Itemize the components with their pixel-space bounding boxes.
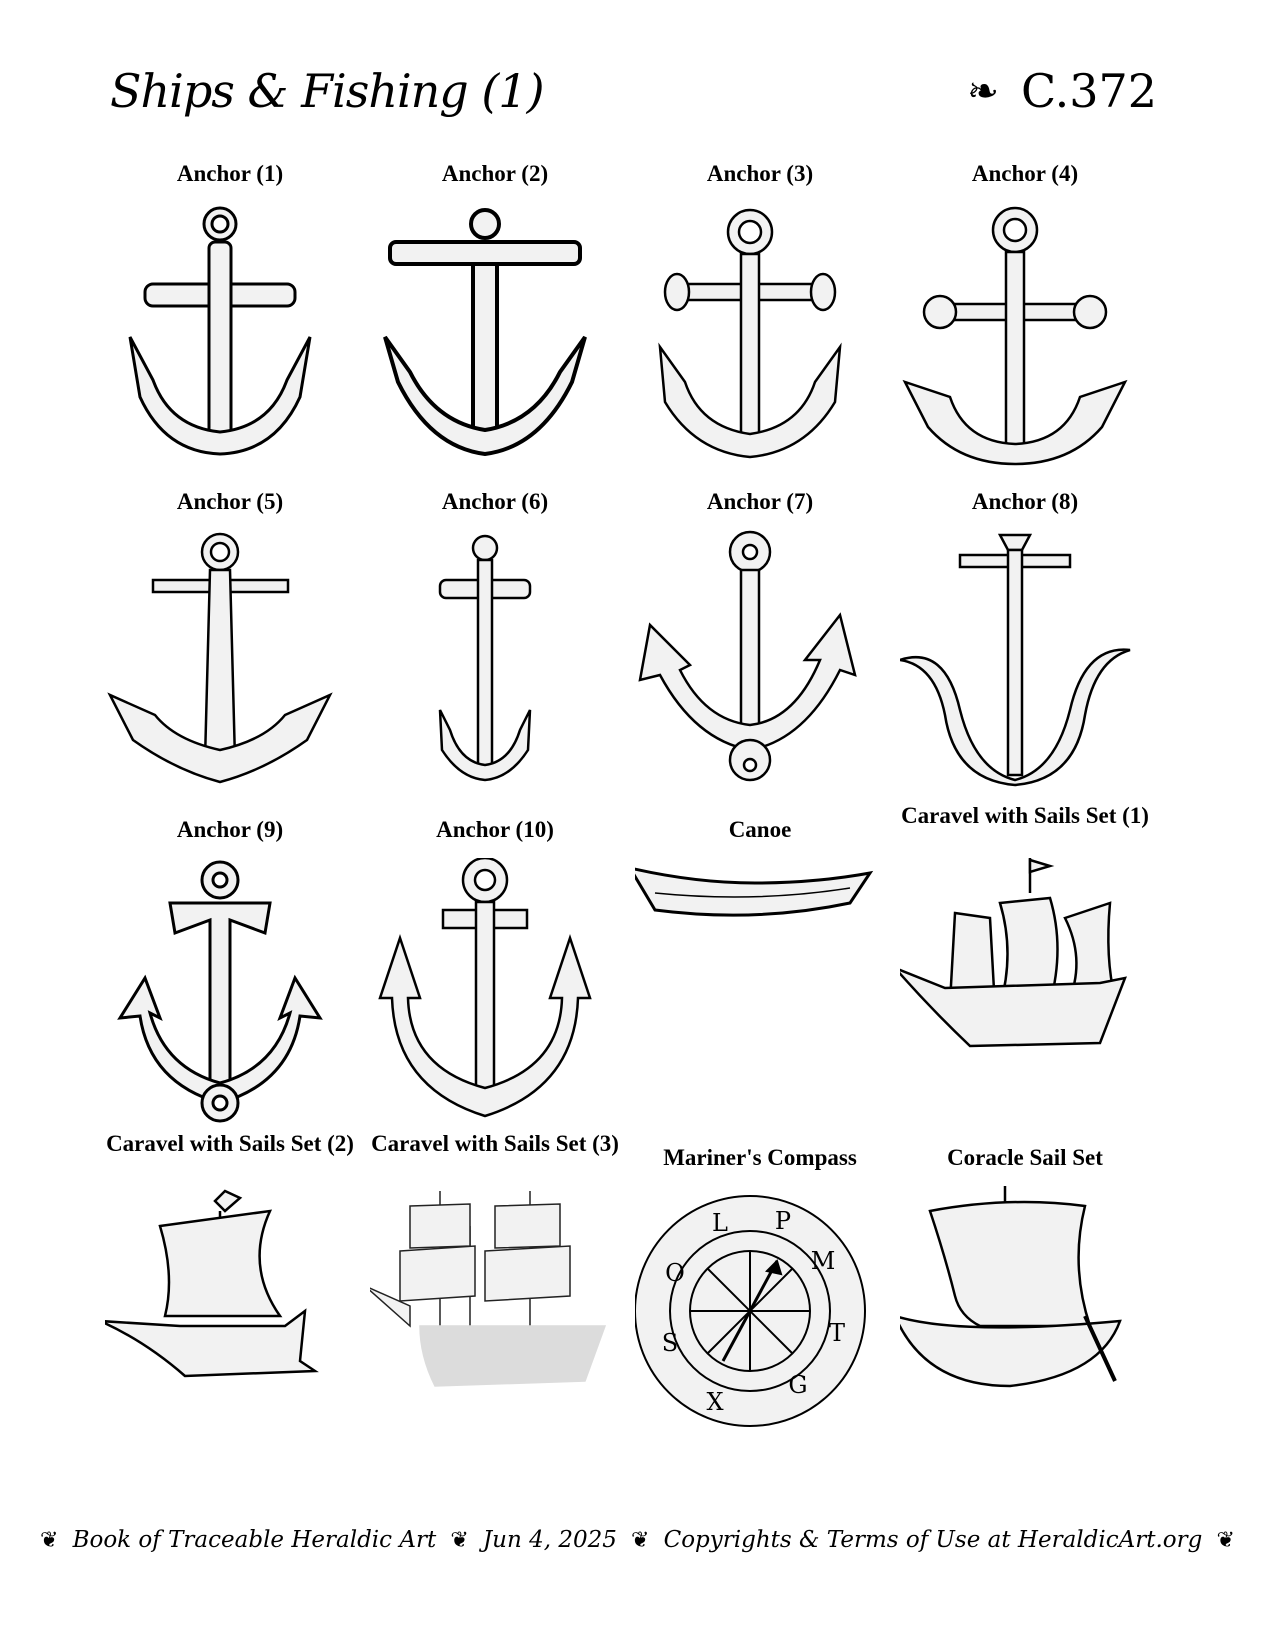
- page-code-group: ❧ C.372: [967, 64, 1157, 118]
- page-title: Ships & Fishing (1): [110, 64, 545, 118]
- cell-label: Anchor (9): [176, 817, 284, 842]
- compass-letter: L: [712, 1209, 728, 1237]
- ornament-icon: ❦: [40, 1527, 59, 1553]
- anchor-icon: [370, 856, 620, 1128]
- ornament-icon: ❦: [631, 1527, 650, 1553]
- footer-terms: Copyrights & Terms of Use at HeraldicArt…: [663, 1527, 1203, 1553]
- page-header: Ships & Fishing (1) ❧ C.372: [110, 64, 1157, 134]
- ornament-icon: ❦: [1216, 1527, 1235, 1553]
- page-footer: ❦ Book of Traceable Heraldic Art ❦ Jun 4…: [40, 1520, 1235, 1560]
- cell-label: Anchor (2): [441, 161, 549, 186]
- compass-letter: X: [706, 1388, 723, 1416]
- anchor-icon: [900, 202, 1150, 472]
- anchor-icon: [105, 202, 355, 472]
- cell-label: Anchor (5): [176, 489, 284, 514]
- page-code: C.372: [1021, 64, 1157, 118]
- footer-date: Jun 4, 2025: [482, 1527, 617, 1553]
- compass-letter: O: [665, 1259, 685, 1287]
- cell-label: Anchor (4): [971, 161, 1079, 186]
- cell-label: Anchor (8): [971, 489, 1079, 514]
- anchor-icon: [635, 202, 885, 472]
- compass-letter: G: [788, 1371, 807, 1399]
- cell-label: Canoe: [728, 817, 792, 842]
- cell-label: Caravel with Sails Set (1): [901, 803, 1149, 828]
- compass-letter: S: [662, 1329, 678, 1357]
- cell-label: Anchor (1): [176, 161, 284, 186]
- anchor-icon: [370, 202, 620, 472]
- compass-icon: P M T G X S O L: [634, 1186, 885, 1456]
- anchor-icon: [899, 530, 1150, 800]
- cell-label: Anchor (6): [441, 489, 549, 514]
- cell-label: Anchor (7): [706, 489, 814, 514]
- anchor-icon: [635, 530, 885, 800]
- footer-book-title: Book of Traceable Heraldic Art: [72, 1527, 437, 1553]
- compass-letter: P: [775, 1207, 791, 1235]
- cell-label: Mariner's Compass: [663, 1145, 857, 1170]
- cell-label: Anchor (3): [706, 161, 814, 186]
- cell-label: Caravel with Sails Set (3): [371, 1131, 619, 1156]
- caravel-icon: [894, 858, 1150, 1128]
- anchor-icon: [105, 530, 355, 800]
- ship-icon: [364, 1186, 620, 1456]
- cell-label: Caravel with Sails Set (2): [106, 1131, 354, 1156]
- coracle-icon: [892, 1186, 1150, 1456]
- compass-letter: M: [811, 1247, 836, 1275]
- fleuron-icon: ❧: [967, 69, 1000, 113]
- caravel-icon: [99, 1186, 355, 1456]
- compass-letter: T: [829, 1319, 845, 1347]
- cell-label: Anchor (10): [436, 817, 554, 842]
- anchor-icon: [105, 858, 355, 1128]
- anchor-icon: [370, 530, 620, 800]
- canoe-icon: [626, 858, 885, 1128]
- cell-label: Coracle Sail Set: [947, 1145, 1103, 1170]
- ornament-icon: ❦: [450, 1527, 469, 1553]
